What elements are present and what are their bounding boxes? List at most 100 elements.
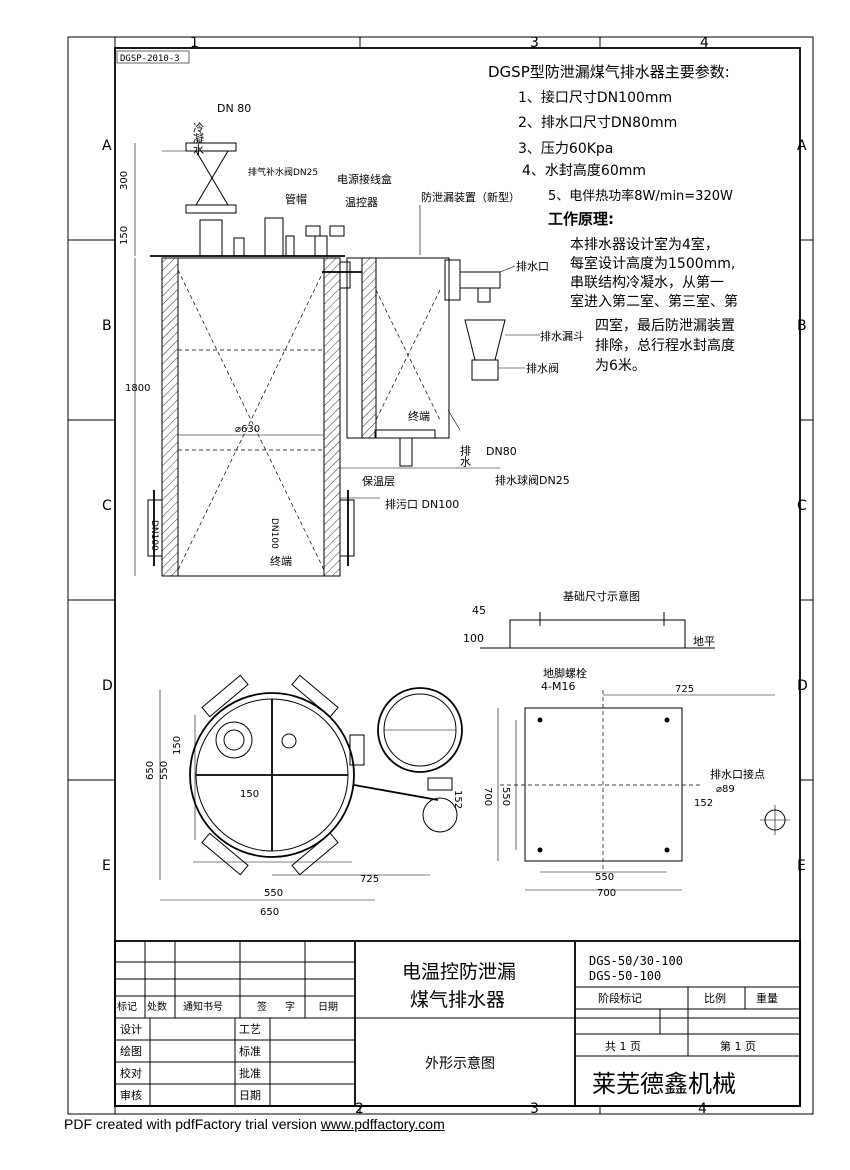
hdr-sign: 签 (257, 1000, 267, 1013)
dim-300: 300 (119, 171, 130, 190)
power-box-label: 电源接线盒 (337, 172, 392, 186)
col-mark-4: 4 (700, 35, 709, 51)
params-title: DGSP型防泄漏煤气排水器主要参数: (488, 63, 730, 81)
sewage-label: 排污口 DN100 (385, 497, 459, 511)
insulation-label: 保温层 (362, 474, 395, 488)
plan-view (189, 674, 463, 876)
param-2: 2、排水口尺寸DN80mm (518, 115, 677, 131)
anti-leak-device (322, 257, 506, 467)
drain-funnel-label: 排水漏斗 (540, 329, 584, 343)
dn100-left-label: DN100 (149, 520, 159, 551)
model-2: DGS-50-100 (589, 969, 661, 983)
foundation-d550b: 550 (595, 872, 614, 883)
row-craft: 工艺 (239, 1023, 261, 1036)
dim-1800: 1800 (125, 383, 150, 394)
param-5: 5、电伴热功率8W/min=320W (548, 188, 733, 204)
product-line-2: 煤气排水器 (410, 989, 505, 1011)
drain-port-label: 排水口 (516, 259, 549, 273)
terminal-bottom-label: 终端 (270, 554, 292, 568)
plan-d550: 550 (159, 761, 170, 780)
foundation-d550: 550 (500, 787, 511, 806)
col-mark-3: 3 (530, 35, 539, 51)
bolt-spec: 4-M16 (541, 680, 575, 693)
dia630-label: ⌀630 (235, 424, 260, 435)
col-mark-3b: 3 (530, 1101, 539, 1117)
sheet-number: 第 1 页 (720, 1039, 756, 1053)
col-mark-1: 1 (190, 35, 199, 51)
main-tank-elevation (147, 142, 355, 577)
row-design: 设计 (120, 1023, 142, 1036)
row-mark-a-right: A (797, 138, 807, 154)
ground-label: 地平 (693, 635, 715, 648)
row-mark-b: B (102, 318, 112, 334)
vent-valve-label: 排气补水阀DN25 (248, 166, 318, 178)
drawing-code: DGSP-2010-3 (120, 54, 180, 64)
drain-water-label: 排水 (459, 444, 472, 467)
principle-line-2: 每室设计高度为1500mm, (570, 255, 735, 272)
stage-mark: 阶段标记 (598, 991, 642, 1005)
principle-line-4: 室进入第二室、第三室、第 (570, 293, 738, 310)
foundation-d700: 700 (482, 787, 493, 806)
thermostat-label: 温控器 (345, 195, 378, 209)
drawing-code-box (116, 50, 190, 64)
hdr-char: 字 (285, 1000, 295, 1013)
pdf-footer-text: PDF created with pdfFactory trial versio… (64, 1116, 321, 1132)
foundation-plan (497, 690, 790, 891)
hdr-count: 处数 (147, 1000, 167, 1013)
total-pages: 共 1 页 (605, 1040, 641, 1053)
title-block (114, 940, 801, 1107)
row-mark-d: D (102, 678, 113, 694)
col-mark-4b: 4 (698, 1101, 707, 1117)
row-standard: 标准 (239, 1044, 261, 1058)
row-mark-b-right: B (797, 318, 807, 334)
hdr-date: 日期 (318, 1001, 338, 1013)
dn100-right-label: DN100 (269, 518, 279, 549)
principle-line-1: 本排水器设计室为4室， (570, 236, 719, 253)
row-approve: 批准 (239, 1066, 261, 1080)
pdf-footer-link[interactable]: www.pdffactory.com (320, 1116, 445, 1132)
company-name: 莱芜德鑫机械 (592, 1070, 736, 1098)
param-1: 1、接口尺寸DN100mm (518, 89, 672, 106)
condensate-label: 冷凝水 (192, 122, 205, 155)
hdr-mark: 标记 (117, 1001, 137, 1013)
plan-d150: 150 (172, 736, 183, 755)
row-date: 日期 (239, 1089, 261, 1102)
hdr-notice: 通知书号 (183, 1000, 223, 1013)
row-mark-e: E (102, 858, 111, 874)
foundation-d725: 725 (675, 684, 694, 695)
param-3: 3、压力60Kpa (518, 141, 613, 157)
outlet-dia: ⌀89 (716, 784, 735, 795)
col-mark-2b: 2 (355, 1101, 364, 1117)
drain-valve-label: 排水阀 (526, 361, 559, 375)
outlet-label: 排水口接点 (710, 767, 765, 781)
dn80-top-label: DN 80 (217, 102, 251, 115)
plan-d152: 152 (452, 790, 463, 809)
anti-leak-label: 防泄漏装置（新型） (421, 190, 520, 204)
param-4: 4、水封高度60mm (522, 162, 646, 179)
foundation-elevation (480, 612, 715, 649)
row-mark-a: A (102, 138, 112, 154)
sheet-title: 外形示意图 (425, 1055, 495, 1072)
foundation-title: 基础尺寸示意图 (563, 589, 640, 603)
principle-line-5: 四室，最后防泄漏装置 (595, 317, 735, 334)
model-1: DGS-50/30-100 (589, 954, 683, 968)
principle-line-3: 串联结构冷凝水，从第一 (570, 274, 724, 291)
foundation-d100: 100 (463, 632, 484, 645)
principle-title: 工作原理: (548, 210, 614, 228)
outlet-d152: 152 (694, 798, 713, 809)
plan-d725: 725 (360, 874, 379, 885)
dn80-side-label: DN80 (486, 445, 517, 458)
ball-valve-label: 排水球阀DN25 (495, 473, 570, 487)
plan-d650: 650 (145, 761, 156, 780)
principle-line-7: 为6米。 (595, 358, 646, 374)
pdf-footer: PDF created with pdfFactory trial versio… (60, 1116, 449, 1132)
terminal-label: 终端 (408, 409, 430, 423)
row-review: 审核 (120, 1088, 142, 1102)
foundation-d45: 45 (472, 604, 486, 617)
thermostat-icon (329, 225, 345, 237)
foundation-d700b: 700 (597, 888, 616, 899)
row-mark-c: C (102, 498, 112, 514)
row-check: 校对 (120, 1066, 142, 1080)
row-mark-c-right: C (797, 498, 807, 514)
